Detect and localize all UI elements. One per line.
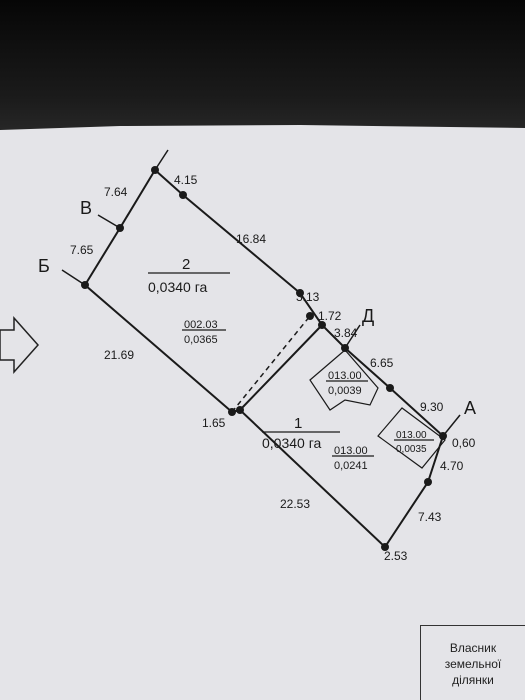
dim-label: 1.65 bbox=[202, 416, 226, 430]
subplot-013-c bbox=[377, 407, 446, 469]
point-letter-a: А bbox=[464, 398, 476, 418]
paper-sheet bbox=[0, 125, 525, 700]
dim-label: 1.72 bbox=[318, 309, 342, 323]
code-002-top: 002.03 bbox=[184, 319, 218, 331]
dim-label: 0,60 bbox=[452, 436, 476, 450]
area1-number: 1 bbox=[294, 415, 302, 432]
owner-table-cell: Власник земельної ділянки bbox=[420, 625, 525, 700]
dim-label: 9.30 bbox=[420, 400, 444, 414]
dim-label: 2.53 bbox=[384, 549, 408, 563]
code-013b-top: 013.00 bbox=[334, 445, 368, 457]
code-013c-bottom: 0,0035 bbox=[396, 444, 427, 455]
dim-label: 6.65 bbox=[370, 356, 394, 370]
point-letter-d: Д bbox=[362, 306, 374, 326]
code-013a-top: 013.00 bbox=[328, 370, 362, 382]
owner-line-2: земельної bbox=[444, 657, 502, 671]
dim-label: 7.43 bbox=[418, 510, 442, 524]
code-013c-top: 013.00 bbox=[396, 430, 427, 441]
plot-boundary bbox=[83, 169, 233, 413]
vertex-points bbox=[81, 166, 447, 551]
dim-label: 7.64 bbox=[104, 185, 128, 199]
point-letter-b: Б bbox=[38, 256, 50, 276]
area2-value: 0,0340 га bbox=[148, 279, 208, 295]
dim-label: 16.84 bbox=[236, 232, 266, 246]
dim-label: 4.70 bbox=[440, 459, 464, 473]
code-002-bottom: 0,0365 bbox=[184, 334, 218, 346]
owner-line-3: ділянки bbox=[452, 673, 494, 687]
dim-label: 22.53 bbox=[280, 497, 310, 511]
arrow-icon bbox=[0, 316, 40, 374]
code-013b-bottom: 0,0241 bbox=[334, 460, 368, 472]
owner-line-1: Власник bbox=[449, 641, 497, 655]
point-letter-v: В bbox=[80, 198, 92, 218]
plot-boundary-south bbox=[239, 409, 386, 548]
dim-label: 7.65 bbox=[70, 243, 94, 257]
dashed-boundary bbox=[231, 315, 311, 413]
dim-label: 3.84 bbox=[334, 326, 358, 340]
dim-label: 3.13 bbox=[296, 290, 320, 304]
internal-boundary bbox=[239, 324, 323, 411]
photo-background bbox=[0, 0, 525, 140]
code-013a-bottom: 0,0039 bbox=[328, 385, 362, 397]
dim-label: 21.69 bbox=[104, 348, 134, 362]
area1-value: 0,0340 га bbox=[262, 435, 322, 451]
area2-number: 2 bbox=[182, 256, 190, 273]
dim-label: 4.15 bbox=[174, 173, 198, 187]
